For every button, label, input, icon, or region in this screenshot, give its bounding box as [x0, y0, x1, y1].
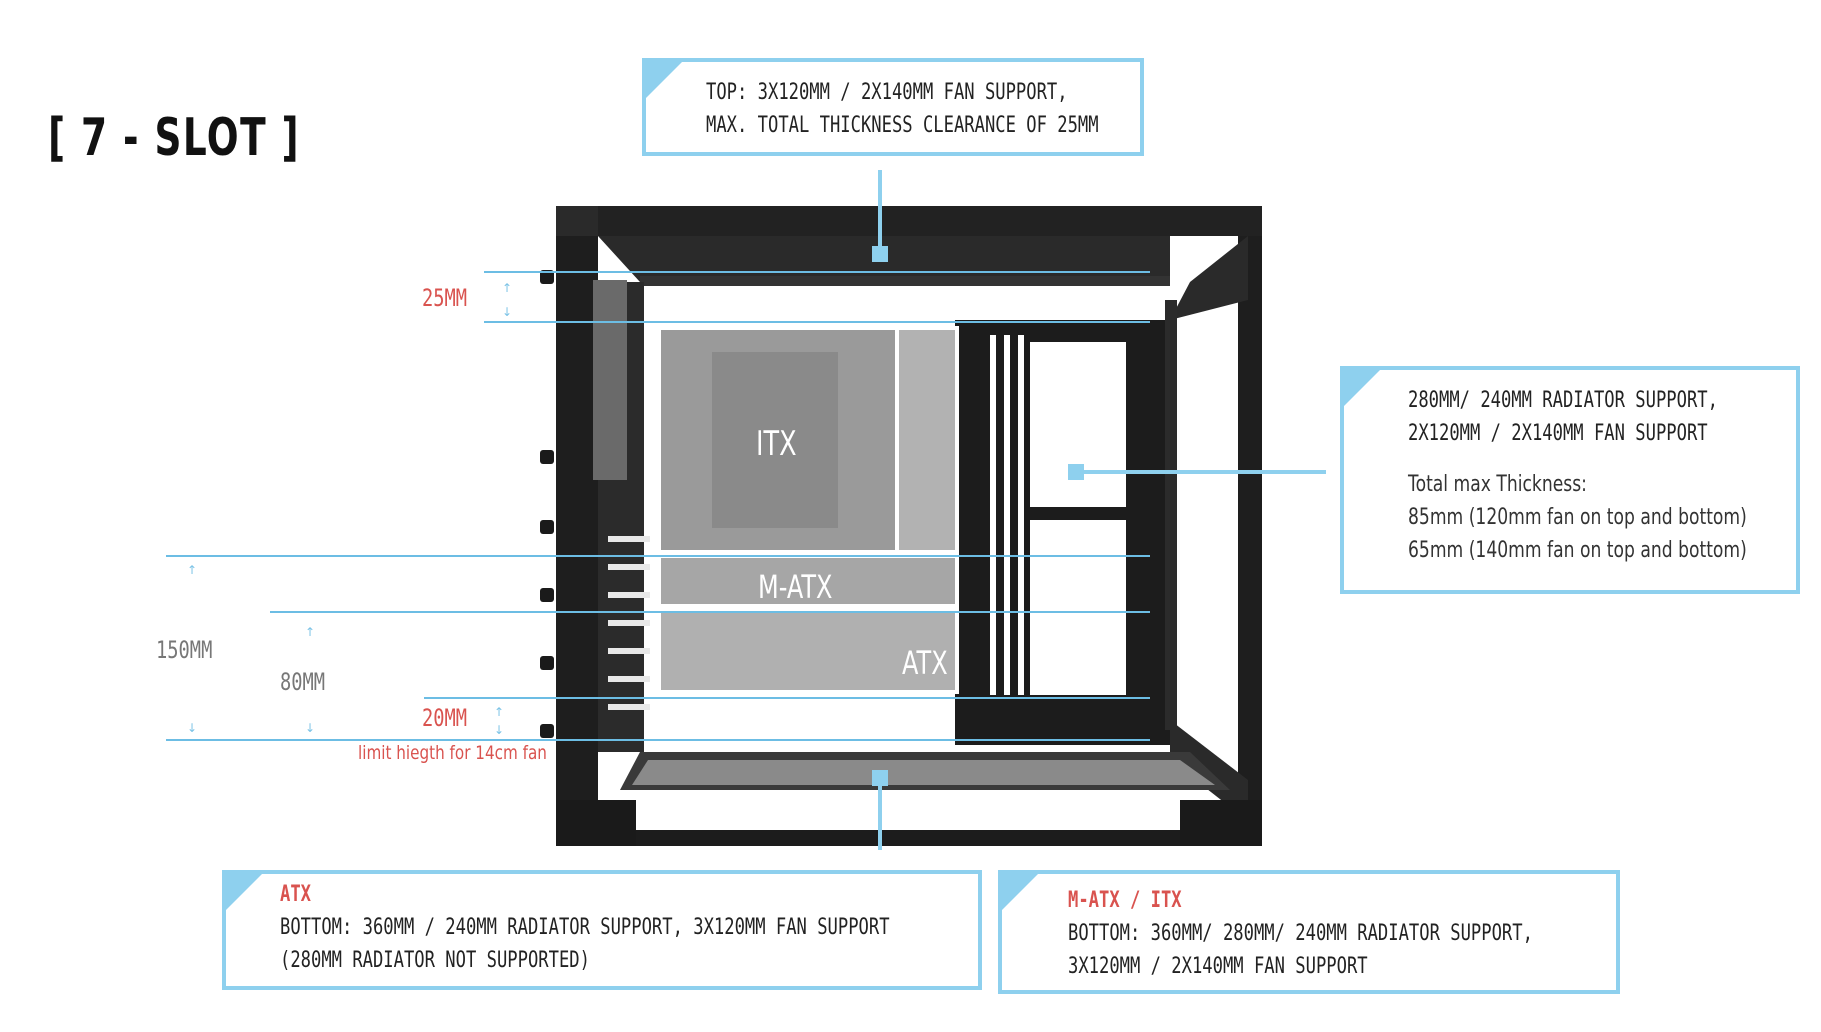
- svg-text:↑: ↑: [502, 281, 512, 295]
- dimension-lines: [166, 271, 1150, 741]
- dim-150: 150MM: [156, 636, 213, 664]
- callout-corner: [225, 873, 263, 911]
- svg-text:↑: ↑: [305, 625, 315, 639]
- top-callout: TOP: 3X120MM / 2X140MM FAN SUPPORT, MAX.…: [642, 58, 1144, 156]
- callout-corner: [1343, 369, 1381, 407]
- bottom-left-heading: ATX: [280, 882, 312, 907]
- top-callout-line2: MAX. TOTAL THICKNESS CLEARANCE OF 25MM: [706, 113, 1099, 138]
- bottom-right-callout: M-ATX / ITX BOTTOM: 360MM/ 280MM/ 240MM …: [998, 870, 1620, 994]
- atx-label: ATX: [902, 644, 948, 682]
- bottom-left-callout: ATX BOTTOM: 360MM / 240MM RADIATOR SUPPO…: [222, 870, 982, 990]
- bottom-right-line2: 3X120MM / 2X140MM FAN SUPPORT: [1068, 954, 1368, 979]
- dim-bottom-gap: 20MM: [422, 704, 468, 732]
- callout-corner: [1001, 873, 1039, 911]
- bottom-right-line1: BOTTOM: 360MM/ 280MM/ 240MM RADIATOR SUP…: [1068, 921, 1533, 946]
- itx-label: ITX: [756, 424, 797, 464]
- svg-text:↑: ↑: [494, 705, 504, 719]
- right-callout-line5: 65mm (140mm fan on top and bottom): [1408, 538, 1747, 563]
- bottom-left-line2: (280MM RADIATOR NOT SUPPORTED): [280, 948, 590, 973]
- right-callout-line4: 85mm (120mm fan on top and bottom): [1408, 505, 1747, 530]
- dim-top-gap: 25MM: [422, 284, 468, 312]
- bottom-note: limit hiegth for 14cm fan: [358, 742, 547, 764]
- bottom-right-heading: M-ATX / ITX: [1068, 888, 1182, 913]
- svg-text:↓: ↓: [502, 305, 512, 319]
- right-callout-line2: 2X120MM / 2X140MM FAN SUPPORT: [1408, 421, 1708, 446]
- bottom-left-line1: BOTTOM: 360MM / 240MM RADIATOR SUPPORT, …: [280, 915, 890, 940]
- board-areas: [657, 326, 959, 694]
- right-callout: 280MM/ 240MM RADIATOR SUPPORT, 2X120MM /…: [1340, 366, 1800, 594]
- dim-80: 80MM: [280, 668, 326, 696]
- svg-text:↑: ↑: [187, 563, 197, 577]
- right-callout-line1: 280MM/ 240MM RADIATOR SUPPORT,: [1408, 388, 1718, 413]
- svg-text:↓: ↓: [187, 721, 197, 735]
- matx-label: M-ATX: [758, 568, 833, 606]
- svg-text:↓: ↓: [494, 723, 504, 737]
- svg-text:↓: ↓: [305, 721, 315, 735]
- top-callout-line1: TOP: 3X120MM / 2X140MM FAN SUPPORT,: [706, 80, 1068, 105]
- right-callout-line3: Total max Thickness:: [1408, 472, 1587, 497]
- page-title: [ 7 - SLOT ]: [48, 108, 301, 168]
- callout-corner: [645, 61, 683, 99]
